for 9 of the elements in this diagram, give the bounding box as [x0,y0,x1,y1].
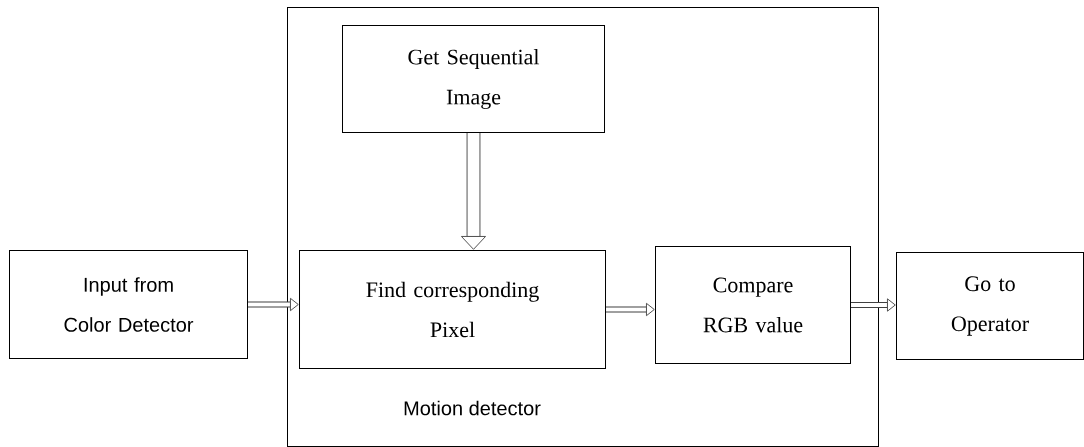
process-box: Find corresponding Pixel [299,250,606,369]
process-box: Get Sequential Image [342,25,605,133]
arrow [248,297,299,312]
process-box: Go to Operator [896,252,1084,360]
process-box: Input from Color Detector [9,250,248,359]
arrow [461,133,486,250]
process-box: Compare RGB value [655,246,851,364]
arrow [851,298,896,312]
arrow [606,302,655,317]
